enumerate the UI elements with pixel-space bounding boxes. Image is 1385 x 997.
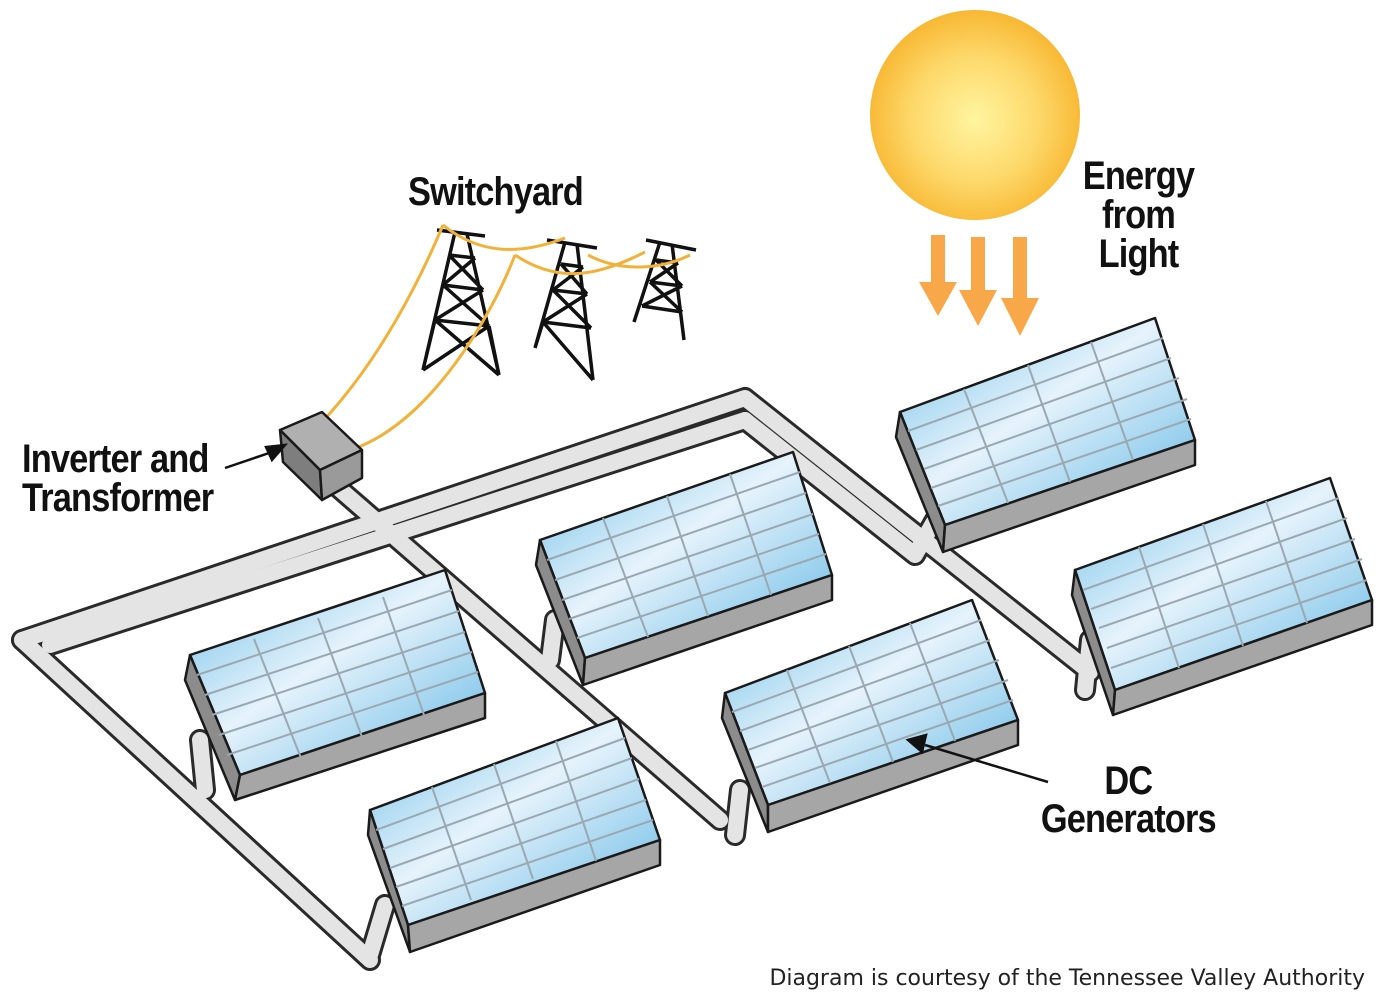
solar-panel [534,450,834,687]
inverter-label-line-1: Inverter and [22,437,209,481]
solar-panel [366,716,662,954]
inverter-transformer-box [278,410,364,502]
solar-panels [183,316,1374,954]
light-arrows [919,235,1039,336]
inverter-callout-head [264,443,289,463]
light-arrow [1001,237,1039,336]
frame-structure [11,387,1101,971]
energy-label-line-3: Light [1098,232,1180,276]
inverter-label-line-2: Transformer [22,476,214,520]
solar-panel [894,316,1197,554]
power-lines [320,223,691,450]
callout-arrows [224,443,1049,784]
light-arrow [959,237,997,326]
switchyard-label-text: Switchyard [408,170,584,214]
switchyard-label: Switchyard [408,170,584,214]
solar-panel [1070,476,1374,717]
tower-2 [533,238,598,382]
light-arrow [919,235,957,316]
tower-3 [632,238,697,341]
dc-callout-line [924,743,1049,784]
dc-callout-head [905,733,928,755]
energy-from-light-label: Energy from Light [1080,154,1197,276]
credit-caption: Diagram is courtesy of the Tennessee Val… [769,966,1365,991]
inverter-callout-line [224,450,273,470]
solar-panel [720,598,1020,834]
energy-label-line-2: from [1101,193,1176,237]
sun [870,10,1080,220]
inverter-transformer-label: Inverter and Transformer [22,437,214,520]
dc-label-line-1: DC [1104,759,1153,803]
dc-label-line-2: Generators [1040,797,1217,841]
energy-label-line-1: Energy [1082,154,1195,198]
dc-generators-label: DC Generators [1038,759,1219,841]
switchyard-towers [421,228,697,382]
solar-panel [183,568,487,802]
